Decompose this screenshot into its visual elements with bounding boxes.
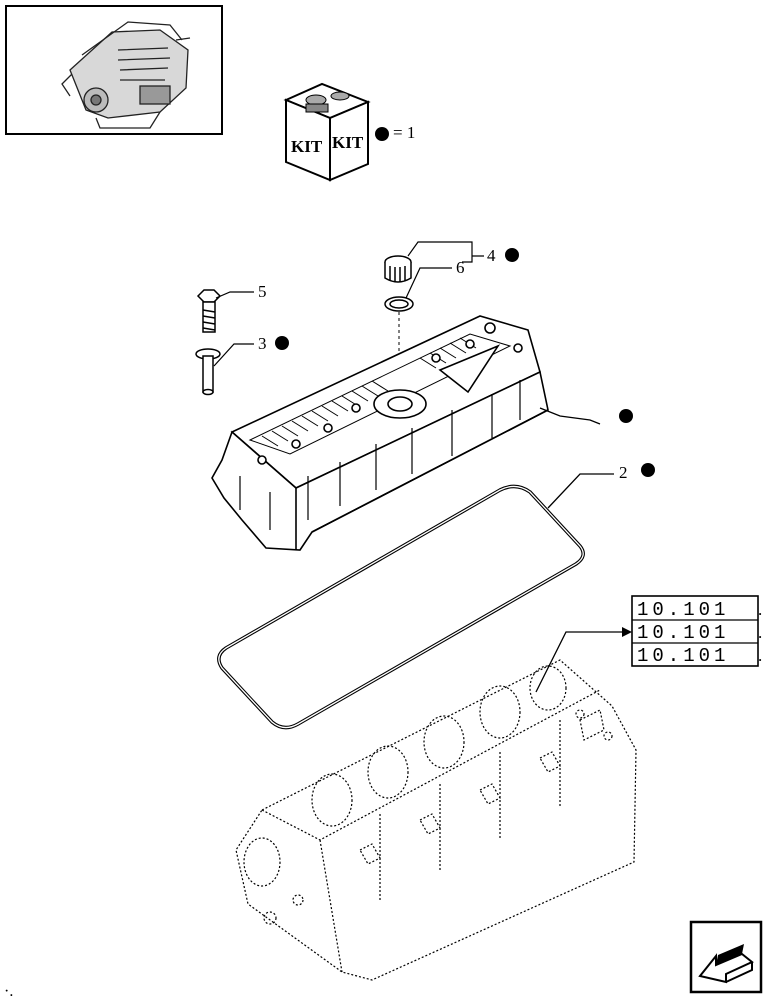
- reference-code[interactable]: 10.101: [637, 645, 729, 667]
- engine-thumbnail: [5, 5, 223, 135]
- callout-label: 5: [258, 282, 267, 301]
- kit-label-right: KIT: [332, 133, 364, 152]
- reference-suffix: .: [758, 600, 762, 619]
- kit-indicator-dot: [641, 463, 655, 477]
- reference-suffix: .: [758, 623, 762, 642]
- callout-5: 5: [215, 282, 267, 301]
- callout-2: 2: [619, 463, 655, 482]
- reference-table: 10.101 10.101 10.101 . . .: [631, 595, 762, 667]
- callout-label: 3: [258, 334, 267, 353]
- reference-code[interactable]: 10.101: [637, 622, 729, 644]
- callout-4: 4: [407, 241, 519, 265]
- reference-suffix: .: [758, 646, 762, 665]
- callout-3: 3: [213, 334, 289, 367]
- reference-leader: [535, 631, 622, 693]
- sleeve-part: [195, 348, 221, 396]
- next-page-arrow-icon[interactable]: [689, 920, 763, 994]
- gasket-part: [217, 484, 585, 730]
- footer-mark: ·.: [4, 983, 13, 1000]
- callout-label: 4: [487, 246, 496, 265]
- reference-code[interactable]: 10.101: [637, 599, 729, 621]
- callout-label: 2: [619, 463, 628, 482]
- gasket-leader: [547, 473, 614, 509]
- cylinder-head-part: [235, 659, 637, 981]
- callout-label: 6: [456, 258, 465, 277]
- kit-indicator-dot: [275, 336, 289, 350]
- valve-cover-part: [211, 315, 549, 551]
- bolt-part: [196, 289, 222, 333]
- kit-indicator-dot: [505, 248, 519, 262]
- seal-ring-part: [384, 296, 414, 312]
- valve-cover-kit-dot: [619, 409, 633, 423]
- callout-6: 6: [405, 258, 465, 299]
- valve-cover-leader: [539, 407, 601, 425]
- kit-label-left: KIT: [291, 137, 323, 156]
- kit-box-icon: KIT KIT: [283, 82, 371, 182]
- filler-cap-part: [384, 255, 412, 283]
- kit-legend-dot: [375, 127, 389, 141]
- reference-arrowhead: [622, 627, 632, 637]
- kit-legend-equals: = 1: [393, 123, 415, 142]
